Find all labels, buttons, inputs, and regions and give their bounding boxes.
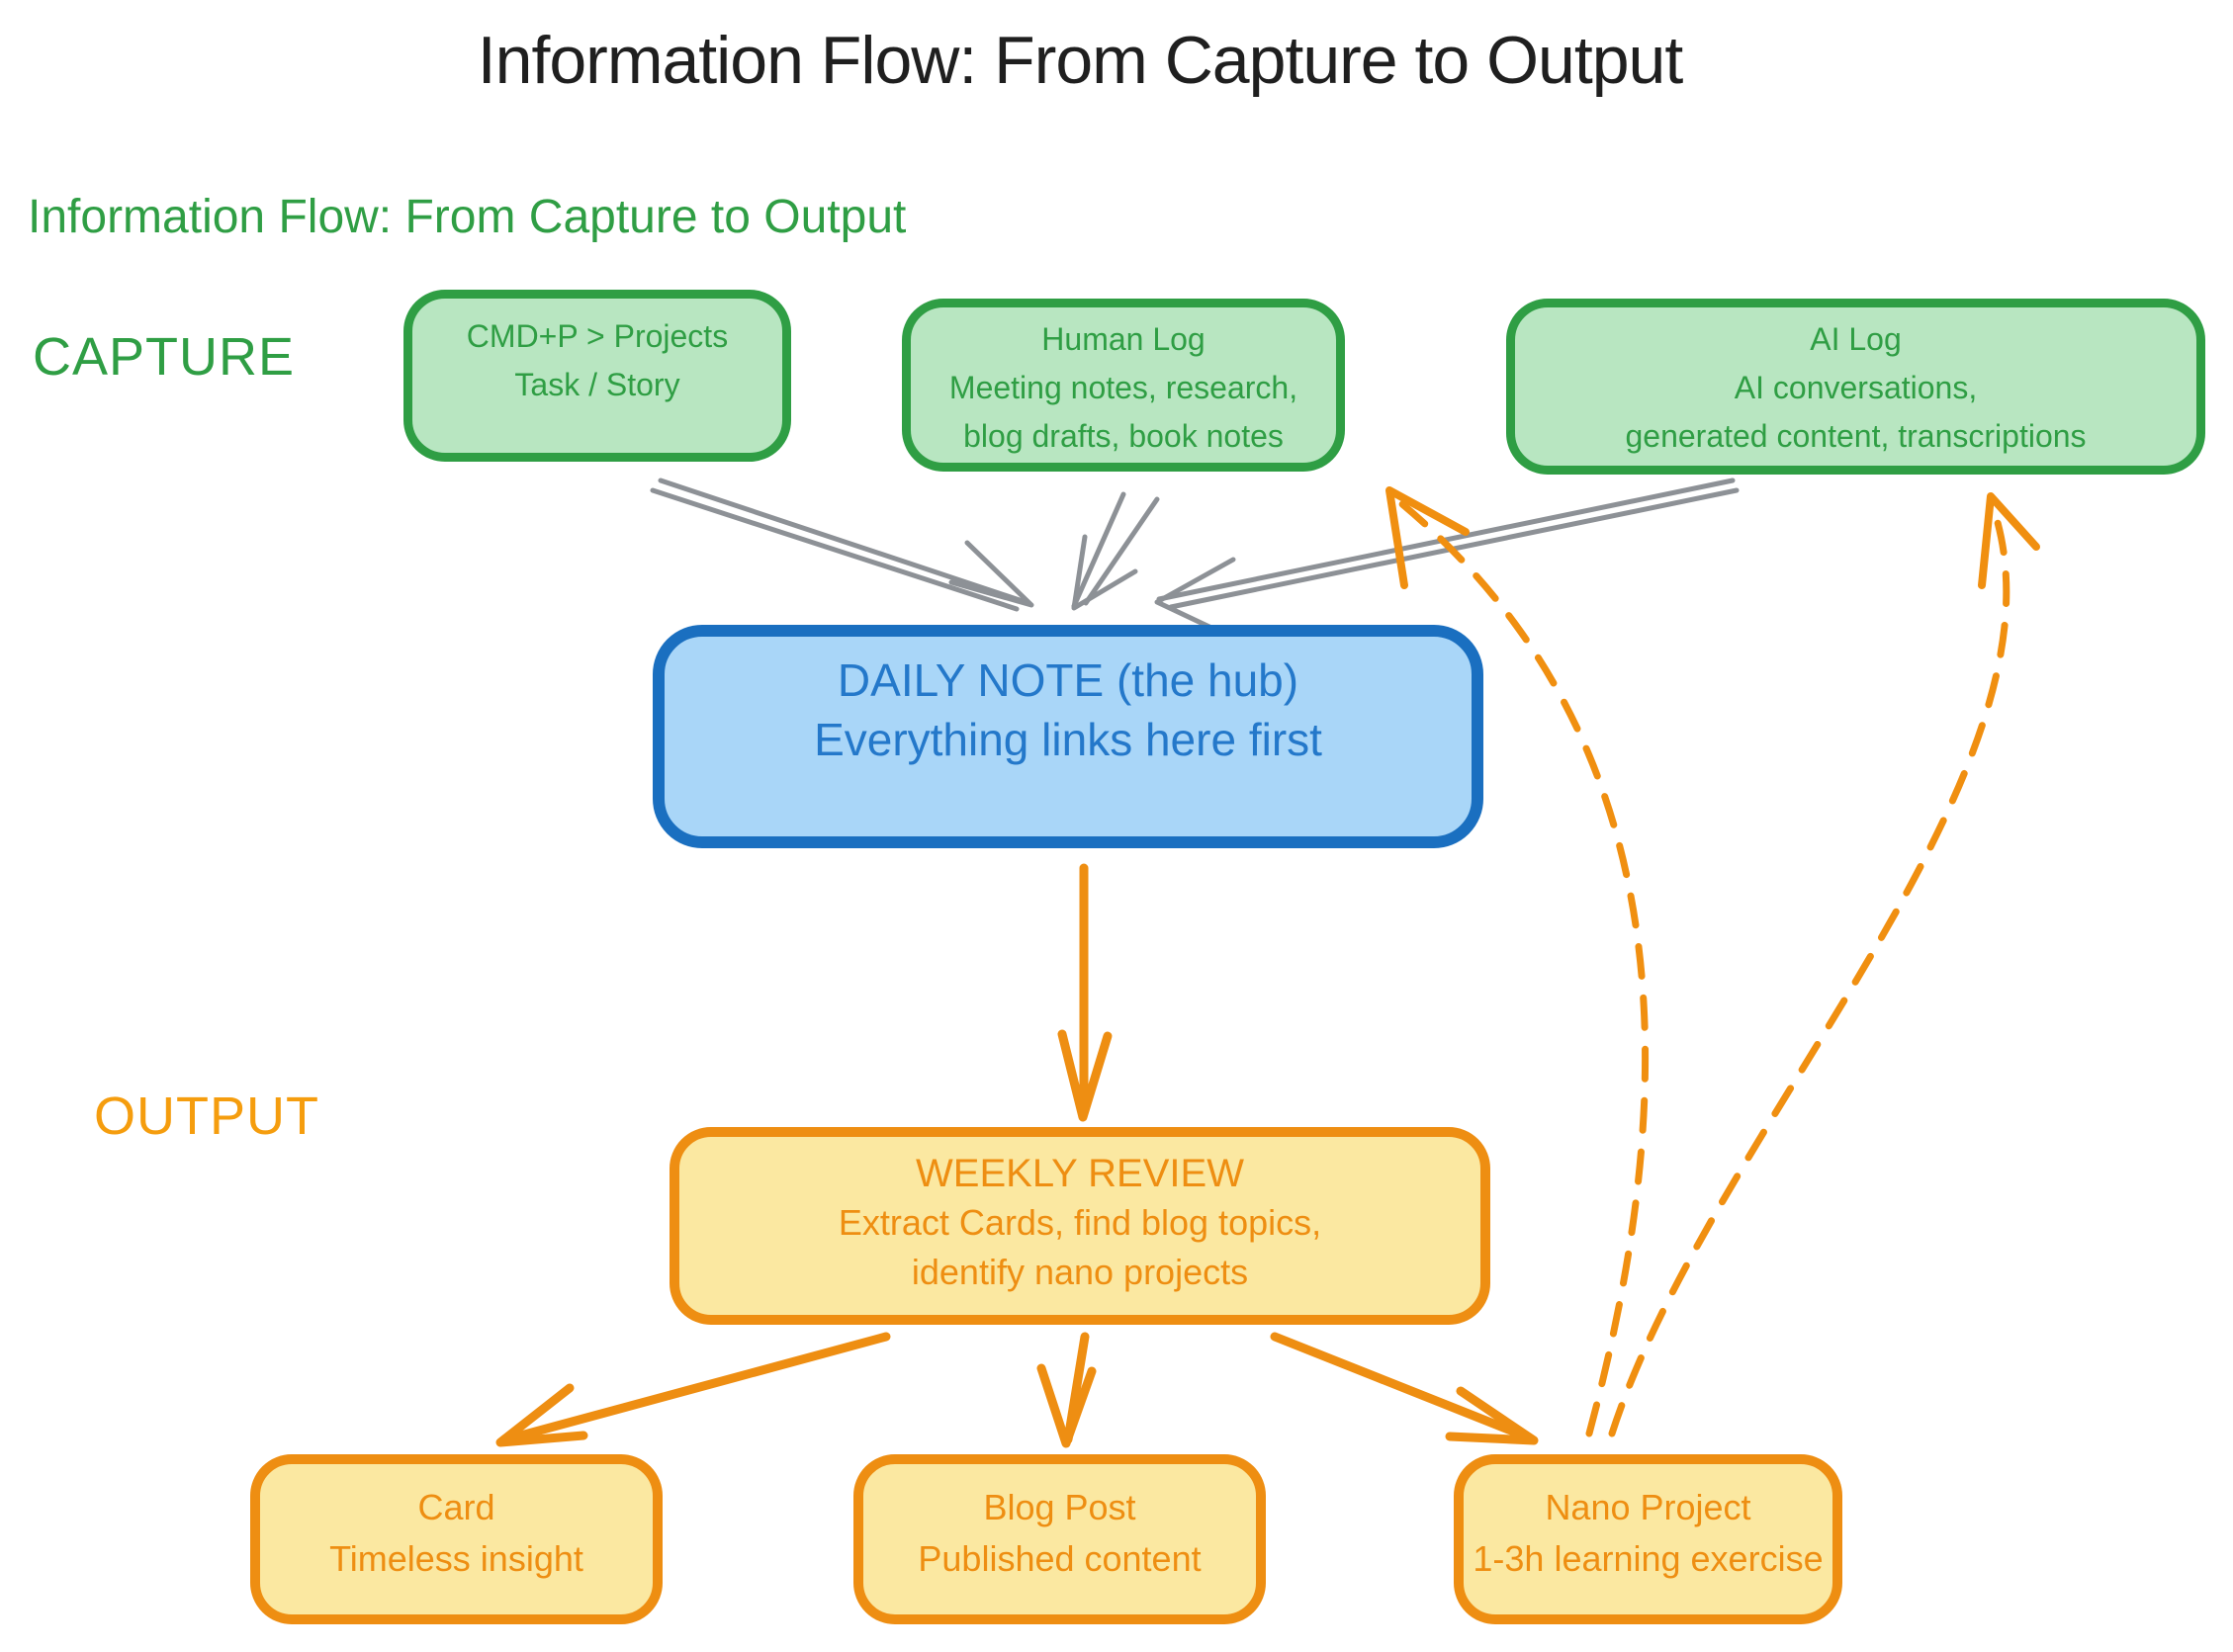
arrow-weeklyreview-to-blogpost (1036, 1332, 1097, 1448)
node-line: DAILY NOTE (the hub) (837, 654, 1299, 706)
node-line: Everything links here first (814, 714, 1322, 765)
node-line: Card (417, 1487, 495, 1527)
arrow-nanoproject-to-ailog-dashed (1608, 492, 2040, 1437)
arrow-ailog-to-dailynote (1154, 478, 1740, 639)
node-blog-post: Blog Post Published content (853, 1454, 1266, 1624)
node-line: Blog Post (983, 1487, 1136, 1527)
arrow-dailynote-to-weeklyreview (1057, 863, 1113, 1122)
node-cmd-p-projects: CMD+P > Projects Task / Story (403, 290, 791, 462)
node-line: Nano Project (1545, 1487, 1751, 1527)
capture-section-label: CAPTURE (33, 327, 296, 387)
diagram-subtitle: Information Flow: From Capture to Output (28, 191, 907, 243)
arrow-weeklyreview-to-card (495, 1332, 891, 1447)
node-line: Meeting notes, research, (948, 370, 1298, 405)
node-line: CMD+P > Projects (466, 318, 729, 354)
arrow-weeklyreview-to-nanoproject (1270, 1332, 1539, 1445)
page-title: Information Flow: From Capture to Output (477, 23, 1684, 98)
node-line: Extract Cards, find blog topics, (838, 1202, 1322, 1243)
node-line: generated content, transcriptions (1625, 418, 2087, 454)
arrow-humanlog-to-dailynote (1071, 491, 1160, 611)
node-line: Human Log (1041, 321, 1206, 357)
node-weekly-review: WEEKLY REVIEW Extract Cards, find blog t… (670, 1127, 1490, 1325)
node-human-log: Human Log Meeting notes, research, blog … (902, 299, 1345, 472)
node-nano-project: Nano Project 1-3h learning exercise (1454, 1454, 1842, 1624)
node-line: AI Log (1810, 321, 1902, 357)
node-line: AI conversations, (1734, 370, 1978, 405)
node-ai-log: AI Log AI conversations, generated conte… (1506, 299, 2205, 475)
node-line: Timeless insight (329, 1538, 583, 1579)
node-line: WEEKLY REVIEW (916, 1152, 1244, 1195)
node-line: 1-3h learning exercise (1473, 1538, 1824, 1579)
node-line: Published content (918, 1538, 1202, 1579)
node-line: Task / Story (514, 367, 680, 402)
output-section-label: OUTPUT (94, 1087, 319, 1146)
node-line: blog drafts, book notes (963, 418, 1284, 454)
node-daily-note: DAILY NOTE (the hub) Everything links he… (653, 625, 1483, 848)
node-line: identify nano projects (911, 1252, 1249, 1292)
arrow-cmdp-to-dailynote (650, 478, 1034, 612)
node-card: Card Timeless insight (250, 1454, 663, 1624)
